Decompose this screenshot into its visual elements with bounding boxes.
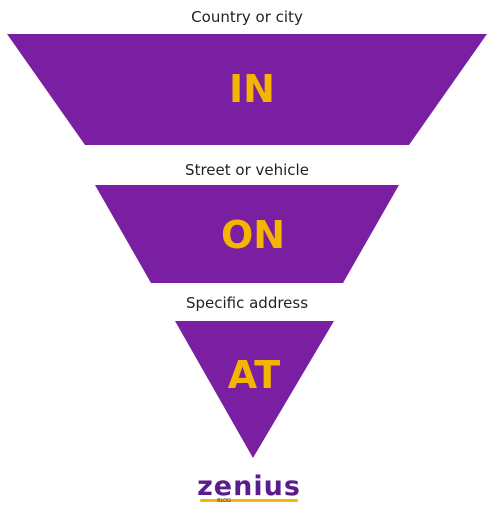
label-at: AT [228,353,280,397]
caption-street-or-vehicle: Street or vehicle [185,161,309,179]
band-at [175,321,334,458]
zenius-logo: zenius BLOG [197,471,301,504]
band-on [95,185,399,283]
caption-country-or-city: Country or city [191,8,303,26]
band-in [7,34,487,145]
logo-sub: BLOG [217,498,231,504]
caption-specific-address: Specific address [185,294,309,312]
logo-wordmark: zenius [197,471,301,502]
label-on: ON [221,213,285,257]
label-in: IN [229,67,275,111]
logo-underline [200,499,298,502]
